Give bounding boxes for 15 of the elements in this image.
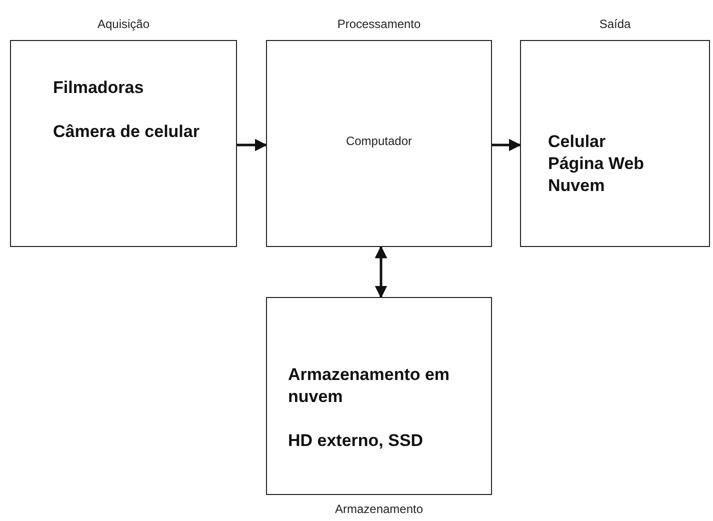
stage-heading: Aquisição [96,17,151,31]
item-label: Filmadoras [53,77,145,99]
item-label: Computador [344,134,414,148]
item-label: Armazenamento em nuvem [288,364,451,408]
item-label: Câmera de celular [53,121,200,143]
stage-heading: Saída [598,17,632,31]
arrow [492,138,522,152]
item-label: Página Web [548,153,646,175]
stage-heading: Processamento [336,17,422,31]
item-label: Nuvem [548,175,606,197]
arrow [374,246,388,298]
arrow [237,138,268,152]
stage-heading: Armazenamento [334,502,424,516]
item-label: HD externo, SSD [288,430,424,452]
item-label: Celular [548,131,607,153]
